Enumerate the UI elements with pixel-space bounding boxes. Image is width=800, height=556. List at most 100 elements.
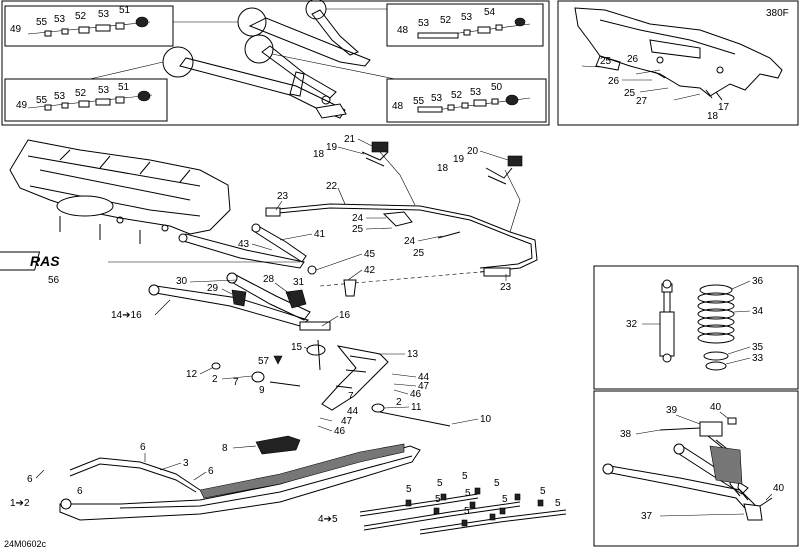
leader-line [417,235,443,242]
callout-45: 45 [364,249,376,260]
callout-52: 52 [75,88,87,99]
callout-5: 5 [465,488,471,499]
callout-23: 23 [277,191,289,202]
callout-5: 5 [406,484,412,495]
callout-32: 32 [626,319,638,330]
callout-53: 53 [431,93,443,104]
washer-11 [371,403,385,413]
logo-text: RAS [30,253,60,269]
leader-line [581,65,601,68]
callout-2: 2 [396,397,402,408]
leader-line [673,93,701,101]
callout-6: 6 [77,486,83,497]
leader-line [193,471,207,481]
rod-eye-circle [244,34,274,64]
callout-51: 51 [119,5,131,16]
callout-26: 26 [608,76,620,87]
rod-eye-circle [162,46,194,78]
callout-2: 2 [212,374,218,385]
hardware-row-top-left [27,16,151,37]
callout-25: 25 [413,248,425,259]
rod-eye-circle [237,7,267,37]
callout-1-2: 1➔2 [10,498,30,509]
callout-53: 53 [470,87,482,98]
callout-22: 22 [326,181,338,192]
callout-5: 5 [435,494,441,505]
callout-53: 53 [54,91,66,102]
callout-27: 27 [636,96,648,107]
callout-25: 25 [624,88,636,99]
linkage-line [504,169,521,233]
bolt-25 [437,231,461,239]
callout-5: 5 [540,486,546,497]
callout-23: 23 [500,282,512,293]
leader-line [221,375,253,380]
callout-26: 26 [627,54,639,65]
callout-12: 12 [186,369,198,380]
shock-box [593,265,799,390]
ski [59,443,421,521]
callout-39: 39 [666,405,678,416]
leader-line [337,146,365,155]
linkage-line [379,151,416,206]
callout-13: 13 [407,349,419,360]
rod-hardware-box-bottom-right [386,78,547,123]
variant-label: 380F [766,8,789,19]
callout-19: 19 [453,154,465,165]
leader-line [765,493,773,501]
callout-49: 49 [10,24,22,35]
leader-line [479,150,509,161]
callout-5: 5 [555,498,561,509]
leader-line [731,280,751,290]
callout-5: 5 [437,478,443,489]
a-arm-with-shock [602,421,773,521]
callout-25: 25 [352,224,364,235]
leader-line [317,425,333,432]
leader-line [635,429,661,435]
grease-fitting-57 [273,355,283,365]
leader-line [451,418,479,425]
hardware-row-bottom-right [417,94,531,113]
bushing-7 [251,371,265,383]
callout-55: 55 [413,96,425,107]
callout-3: 3 [183,458,189,469]
leader-line [725,357,751,365]
lower-a-arm [148,272,331,331]
callout-7: 7 [348,391,354,402]
leader-line [659,513,745,517]
bracket-29 [231,289,247,307]
leader-line [274,282,291,295]
leader-line [383,406,410,409]
leader-line [639,87,669,93]
frame-380f-box [557,0,799,126]
callout-47: 47 [418,381,430,392]
leader-line [391,373,417,378]
clamp-assembly-left [361,141,389,167]
ski-handle-pad [255,435,301,455]
callout-40: 40 [710,402,722,413]
callout-50: 50 [491,82,503,93]
hardware-row-top-right [417,17,531,39]
leader-line [733,310,751,313]
leader-line [315,253,363,271]
a-arm-shock-box [593,390,799,547]
callout-54: 54 [484,7,496,18]
callout-41: 41 [314,229,326,240]
leader-line [675,414,701,425]
callout-18: 18 [437,163,449,174]
rod-hardware-box-top-left [4,5,174,47]
callout-16: 16 [339,310,351,321]
end-link-42 [343,279,357,297]
callout-52: 52 [451,90,463,101]
leader-line [251,243,273,251]
callout-56: 56 [48,275,60,286]
bracket-31 [285,289,307,309]
callout-29: 29 [207,283,219,294]
leader-line [321,315,339,327]
ski-bolt-10 [379,411,451,427]
bushing-45 [307,265,317,275]
rod-eye-circle [305,0,327,20]
chassis-frame [9,139,231,244]
leader-line [221,288,233,295]
